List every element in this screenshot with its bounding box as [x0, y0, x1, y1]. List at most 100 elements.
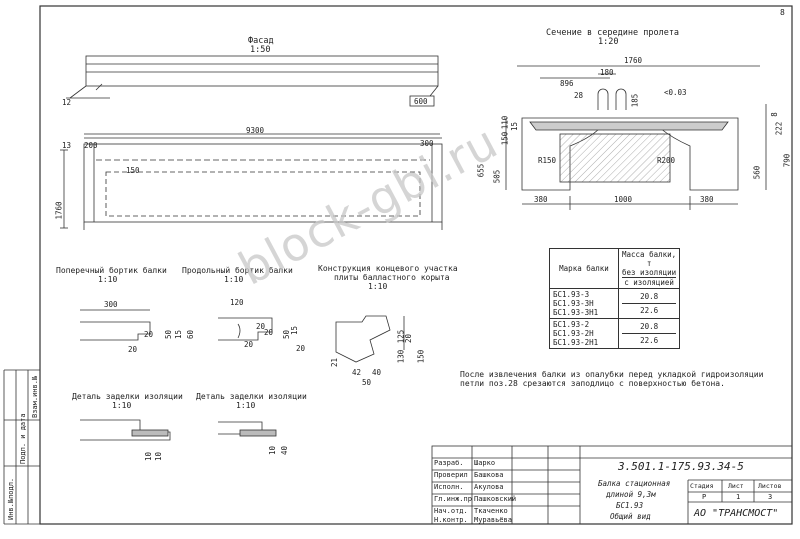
- ballast-title-2: плиты балластного корыта: [334, 273, 450, 282]
- group2-marks: БС1.93-2 БС1.93-2Н БС1.93-2Н1: [549, 318, 619, 349]
- ballast-dim-20: 20: [404, 333, 414, 344]
- seal1-scale: 1:10: [112, 401, 132, 410]
- section-dim-28: 28: [574, 91, 584, 100]
- seal1-title: Деталь заделки изоляции: [72, 392, 183, 401]
- section-dim-8: 8: [769, 112, 779, 117]
- cross-edge-dim-50: 50: [164, 329, 174, 340]
- section-dim-560: 560: [752, 165, 762, 180]
- long-edge-dim-20c: 20: [244, 340, 254, 349]
- seal1-dim-10b: 10: [154, 451, 164, 462]
- org-name: АО "ТРАНСМОСТ": [694, 508, 779, 519]
- cross-edge-dim-60: 60: [186, 329, 196, 340]
- seal2-title: Деталь заделки изоляции: [196, 392, 307, 401]
- stage-label: Стадия: [690, 482, 714, 490]
- plan-dim-13: 13: [62, 141, 72, 150]
- ballast-title-1: Конструкция концевого участка: [318, 264, 458, 273]
- stamp-name-4: Ткаченко: [474, 507, 508, 515]
- section-dim-150: 150: [500, 131, 510, 146]
- facade-title: Фасад: [248, 36, 274, 46]
- table-row: БС1.93-3 БС1.93-3Н БС1.93-3Н1 20.8 22.6: [549, 288, 681, 319]
- stamp-role-5: Н.контр.: [434, 516, 468, 524]
- group2-mass: 20.8 22.6: [617, 318, 681, 349]
- sheet-label: Лист: [728, 482, 744, 490]
- item-name-1: Балка стационная: [598, 479, 671, 488]
- facade-view: [66, 55, 439, 107]
- section-dim-380b: 380: [700, 195, 714, 204]
- item-name-3: БС1.93: [616, 501, 644, 510]
- mark: БС1.93-3Н: [553, 299, 594, 308]
- ballast-dim-50: 50: [362, 378, 372, 387]
- sheets-label: Листов: [758, 482, 782, 490]
- note-line-1: После извлечения балки из опалубки перед…: [460, 370, 764, 379]
- stamp-name-3: Пашковский: [474, 495, 517, 503]
- cross-edge-dim-15: 15: [174, 329, 184, 340]
- long-edge-dim-20b: 20: [264, 328, 274, 337]
- seal2-dim-10: 10: [268, 445, 278, 456]
- sheets-value: 3: [768, 493, 773, 501]
- long-edge-dim-20a: 20: [256, 322, 266, 331]
- mass-table: Марка балки Масса балки, т без изоляции …: [549, 248, 681, 349]
- stamp-role-0: Разраб.: [434, 459, 464, 467]
- table-row: БС1.93-2 БС1.93-2Н БС1.93-2Н1 20.8 22.6: [549, 318, 681, 349]
- stamp-role-2: Исполн.: [434, 483, 464, 491]
- header-mass-line-1: Масса балки,: [622, 250, 677, 259]
- mass-no-iso: 20.8: [640, 292, 659, 301]
- stamp-role-3: Гл.инж.пр: [434, 495, 472, 503]
- section-dim-505: 505: [492, 169, 502, 184]
- mark: БС1.93-2: [553, 320, 590, 329]
- section-r200: R200: [657, 156, 676, 165]
- stamp-name-5: Муравьёва: [474, 516, 512, 524]
- stage-value: Р: [702, 493, 707, 501]
- stamp-name-1: Башкова: [474, 471, 504, 479]
- seal2-dim-40: 40: [280, 445, 290, 456]
- ballast-dim-21: 21: [330, 357, 340, 368]
- section-dim-222: 222: [774, 121, 784, 136]
- plan-dim-1760: 1760: [54, 201, 64, 220]
- facade-dim-600: 600: [414, 97, 428, 106]
- cross-edge-dim-300: 300: [104, 300, 118, 309]
- doc-code: 3.501.1-175.93.34-5: [618, 460, 744, 473]
- plan-dim-9300: 9300: [246, 126, 265, 135]
- section-dim-1760: 1760: [624, 56, 643, 65]
- stamp-name-2: Акулова: [474, 483, 504, 491]
- seal2-scale: 1:10: [236, 401, 256, 410]
- section-dim-1000: 1000: [614, 195, 633, 204]
- long-edge-dim-20d: 20: [296, 344, 306, 353]
- cross-edge-dim-20a: 20: [128, 345, 138, 354]
- stamp-role-4: Нач.отд.: [434, 507, 468, 515]
- mass-iso: 22.6: [622, 303, 677, 317]
- header-mass-line-2: т: [646, 259, 652, 268]
- side-label-replace: Взам.инв.№: [31, 375, 39, 418]
- header-mass: Масса балки, т без изоляции с изоляцией: [617, 248, 681, 289]
- mass-no-iso: 20.8: [640, 322, 659, 331]
- ballast-dim-130: 130: [396, 349, 406, 364]
- plan-dim-200: 200: [84, 141, 98, 150]
- section-r150: R150: [538, 156, 557, 165]
- mass-iso: 22.6: [622, 333, 677, 347]
- title-block-lines: [431, 445, 793, 525]
- side-label-inv: Инв.№подл.: [7, 477, 15, 520]
- ballast-dim-40: 40: [372, 368, 382, 377]
- section-scale: 1:20: [598, 37, 619, 47]
- section-dim-15: 15: [510, 121, 520, 132]
- side-label-sign: Подп. и дата: [19, 413, 27, 464]
- plan-dim-300: 300: [420, 139, 434, 148]
- header-mass-line-4: с изоляцией: [622, 277, 677, 287]
- cross-edge-dim-20b: 20: [144, 330, 154, 339]
- mass-table-header: Марка балки Масса балки, т без изоляции …: [549, 248, 681, 289]
- section-dim-185: 185: [630, 93, 640, 108]
- mark: БС1.93-3: [553, 290, 590, 299]
- section-dim-110: 110: [500, 115, 510, 130]
- item-name-4: Общий вид: [610, 512, 651, 521]
- seal1-dim-10a: 10: [144, 451, 154, 462]
- details: [80, 309, 405, 441]
- facade-dim-12: 12: [62, 98, 72, 107]
- section-dim-180: 180: [600, 68, 614, 77]
- long-edge-dim-120: 120: [230, 298, 244, 307]
- stamp-name-0: Шарко: [474, 459, 496, 467]
- long-edge-title: Продольный бортик балки: [182, 266, 293, 275]
- section-title: Сечение в середине пролета: [546, 28, 680, 38]
- cross-edge-title: Поперечный бортик балки: [56, 266, 167, 275]
- section-dim-003: <0.03: [664, 88, 687, 97]
- header-mass-line-3: без изоляции: [622, 268, 677, 277]
